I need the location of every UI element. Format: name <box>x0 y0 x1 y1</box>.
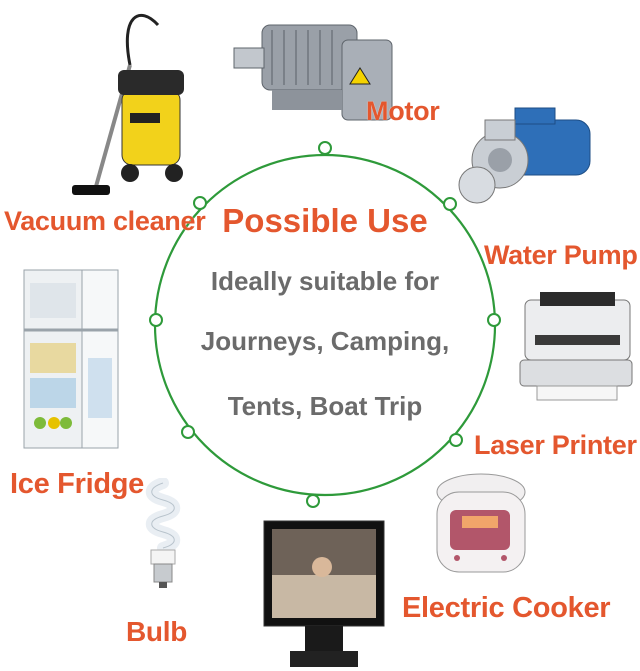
motor-image <box>233 24 393 121</box>
vacuum-cleaner-label: Vacuum cleaner <box>4 206 206 236</box>
water-pump-image <box>458 107 591 204</box>
description-line-1: Ideally suitable for <box>210 266 440 296</box>
water-pump-label: Water Pump <box>484 240 638 270</box>
laser-printer-label: Laser Printer <box>474 430 637 460</box>
possible-use-title: Possible Use <box>222 202 428 239</box>
ice-fridge-label: Ice Fridge <box>10 468 144 500</box>
description-line-3: Tents, Boat Trip <box>227 391 423 421</box>
description-line-2: Journeys, Camping, <box>200 326 450 356</box>
monitor-image <box>263 520 385 667</box>
bulb-image <box>146 478 180 588</box>
electric-cooker-image <box>436 473 526 573</box>
circle-dots <box>149 141 501 508</box>
laser-printer-image <box>519 292 633 401</box>
electric-cooker-label: Electric Cooker <box>402 592 611 624</box>
vacuum-cleaner-image <box>72 14 184 195</box>
fridge-image <box>23 269 119 449</box>
motor-label: Motor <box>366 96 440 126</box>
bulb-label: Bulb <box>126 616 188 647</box>
